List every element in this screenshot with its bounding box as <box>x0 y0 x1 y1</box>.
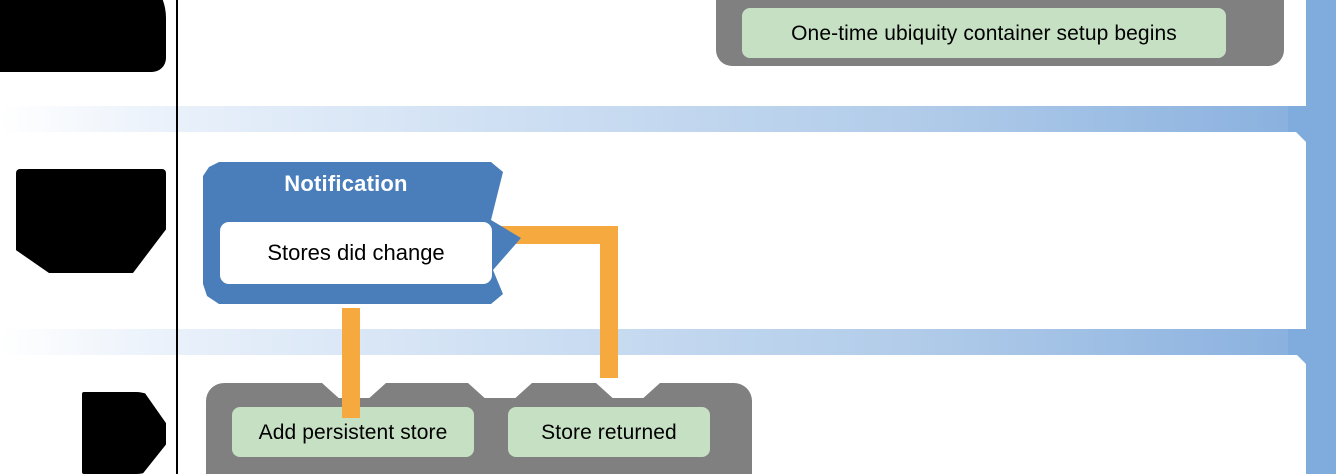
connector-store-to-notification-shaft <box>342 308 360 418</box>
connector-notification-to-store-horizontal <box>488 226 618 244</box>
swimlane-divider-bottom <box>0 329 1290 355</box>
notification-title: Notification <box>284 171 408 196</box>
swimlane-label-rule <box>176 0 178 474</box>
swimlane-label-bottom-redacted <box>82 392 166 474</box>
notification-value: Stores did change <box>220 222 492 284</box>
swimlane-divider-top <box>0 106 1290 132</box>
action-chip-store-returned[interactable]: Store returned <box>508 407 710 457</box>
connector-notification-to-store-vertical <box>600 226 618 378</box>
phase-container-notch-b <box>468 383 532 398</box>
notification-callout[interactable]: Notification Stores did change <box>203 162 521 304</box>
action-chip-setup-begins[interactable]: One-time ubiquity container setup begins <box>742 8 1226 58</box>
phase-container-notch-c <box>596 383 660 398</box>
swimlane-label-middle-redacted <box>16 169 166 273</box>
swimlane-label-top-redacted <box>0 0 166 72</box>
swimlane-right-rail <box>1290 0 1336 474</box>
